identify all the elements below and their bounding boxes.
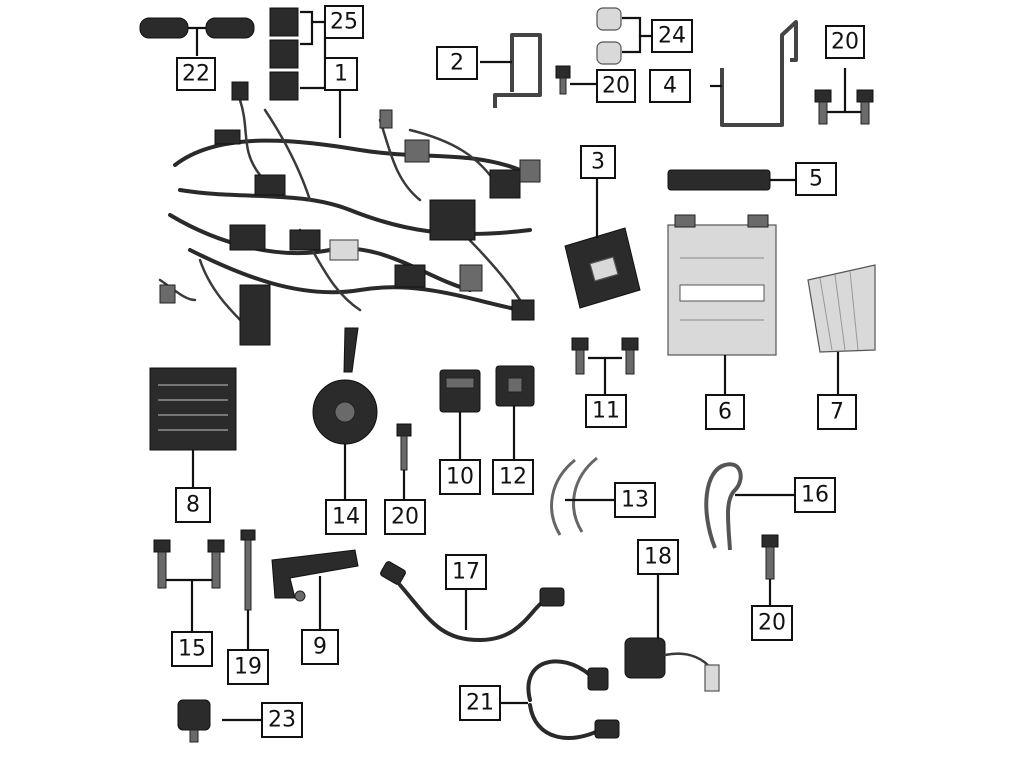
svg-text:13: 13: [621, 488, 649, 513]
svg-text:20: 20: [831, 30, 859, 55]
callout-5: 5: [795, 162, 837, 196]
part-17-cable: [380, 561, 565, 643]
callout-18: 18: [637, 539, 679, 575]
svg-text:20: 20: [602, 74, 630, 99]
part-24-clamps: [596, 7, 652, 65]
svg-text:21: 21: [466, 691, 494, 716]
svg-text:7: 7: [830, 400, 844, 425]
part-5-strap: [667, 169, 796, 191]
part-13-wire-clips: [550, 456, 615, 536]
part-14-horn: [312, 327, 378, 500]
part-6-battery: [667, 214, 777, 395]
part-3-control-unit: [564, 178, 641, 309]
svg-text:9: 9: [313, 635, 327, 660]
callout-7: 7: [817, 394, 857, 430]
svg-text:12: 12: [499, 465, 527, 490]
callout-22: 22: [176, 57, 216, 91]
callout-25: 25: [324, 5, 364, 39]
svg-text:22: 22: [182, 62, 210, 87]
svg-text:17: 17: [452, 560, 480, 585]
callout-16: 16: [794, 477, 836, 513]
part-16-cable-holder: [704, 462, 795, 551]
callout-13: 13: [614, 482, 656, 518]
part-20-bolt-a: [555, 65, 597, 95]
callout-17: 17: [445, 554, 487, 590]
callout-24: 24: [651, 19, 693, 53]
callout-11: 11: [585, 394, 627, 428]
svg-text:11: 11: [592, 399, 620, 424]
svg-text:10: 10: [446, 465, 474, 490]
part-9-sensor: [271, 549, 359, 630]
svg-text:5: 5: [809, 167, 823, 192]
svg-text:2: 2: [450, 51, 464, 76]
part-19-long-bolt: [240, 529, 256, 650]
callout-6: 6: [705, 394, 745, 430]
callout-2: 2: [436, 46, 478, 80]
svg-text:20: 20: [758, 611, 786, 636]
part-25-clips: [269, 7, 327, 101]
part-2-bracket: [480, 33, 542, 108]
part-12-relay: [495, 365, 535, 460]
svg-text:23: 23: [268, 708, 296, 733]
part-7-electrolyte-pack: [807, 264, 876, 394]
callout-21: 21: [459, 685, 501, 721]
svg-text:24: 24: [658, 24, 686, 49]
callout-15: 15: [171, 631, 213, 667]
callout-20-d: 20: [751, 605, 793, 641]
part-4-battery-bracket: [710, 20, 798, 127]
part-23-cap: [177, 699, 262, 743]
part-20-bolt-d: [761, 534, 779, 605]
part-21-cable: [500, 659, 620, 740]
svg-text:20: 20: [391, 505, 419, 530]
svg-text:4: 4: [663, 74, 677, 99]
callout-3: 3: [580, 145, 616, 179]
part-15-bolts: [153, 539, 225, 632]
part-8-regulator: [149, 367, 237, 487]
callout-19: 19: [227, 649, 269, 685]
svg-text:25: 25: [330, 10, 358, 35]
part-20-bolts-b: [814, 68, 874, 125]
svg-text:14: 14: [332, 505, 360, 530]
svg-text:16: 16: [801, 483, 829, 508]
callout-1: 1: [324, 57, 358, 91]
callout-23: 23: [261, 702, 303, 738]
svg-text:6: 6: [718, 400, 732, 425]
svg-text:18: 18: [644, 545, 672, 570]
callout-8: 8: [175, 487, 211, 523]
callout-9: 9: [301, 629, 339, 665]
callout-20-a: 20: [596, 69, 636, 103]
svg-text:3: 3: [591, 150, 605, 175]
part-20-bolt-c: [396, 423, 412, 500]
svg-text:8: 8: [186, 493, 200, 518]
part-10-relay: [439, 369, 481, 460]
part-11-bolts: [571, 337, 639, 395]
part-18-switch: [624, 573, 720, 692]
part-22-grommets: [139, 17, 255, 56]
svg-text:1: 1: [334, 62, 348, 87]
svg-text:19: 19: [234, 655, 262, 680]
callout-10: 10: [439, 459, 481, 495]
callout-12: 12: [492, 459, 534, 495]
callout-14: 14: [325, 499, 367, 535]
callout-20-b: 20: [825, 25, 865, 59]
callout-20-c: 20: [384, 499, 426, 535]
callout-4: 4: [649, 69, 691, 103]
svg-text:15: 15: [178, 637, 206, 662]
part-1-wiring-harness: [158, 81, 541, 346]
